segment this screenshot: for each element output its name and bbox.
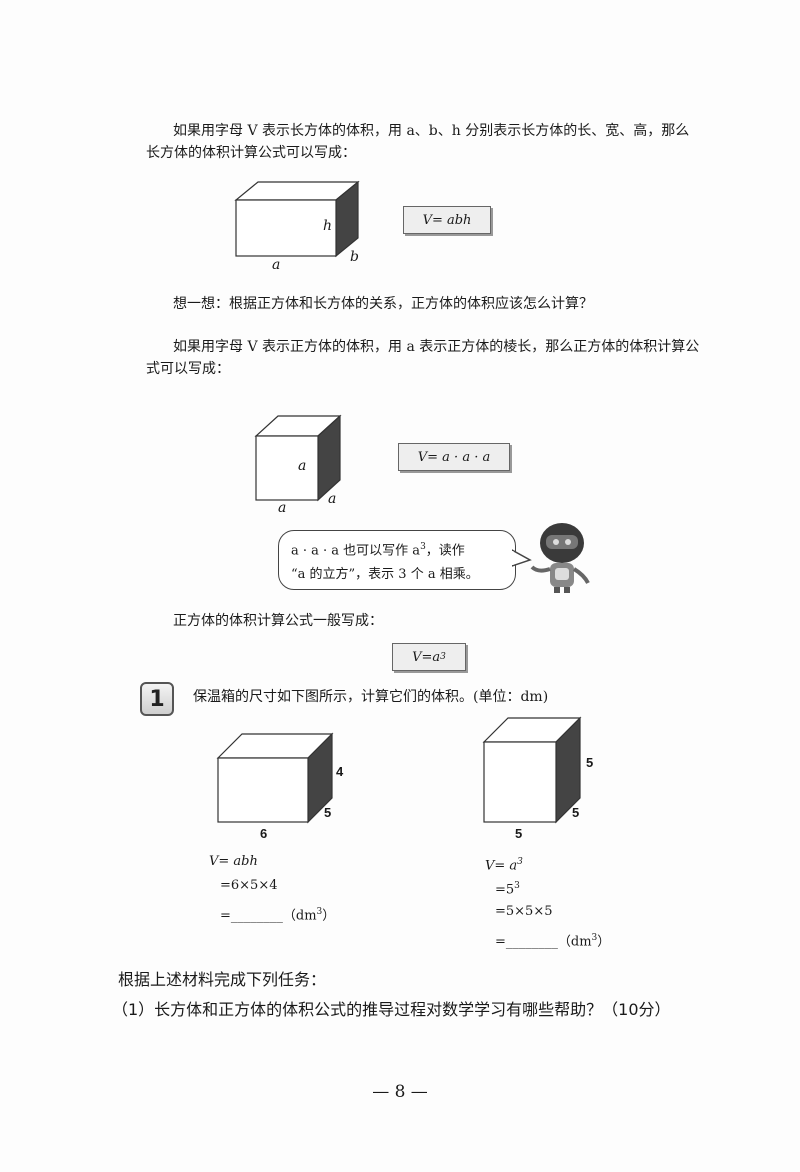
box-cuboid-width: 5 (324, 805, 332, 820)
calc-left-unit-sup: 3 (316, 907, 323, 917)
speech-bubble: a · a · a 也可以写作 a3，读作 “a 的立方”，表示 3 个 a 相… (278, 530, 516, 590)
task-title: 根据上述材料完成下列任务： (118, 970, 327, 989)
calc-left-line-1: V= abh (209, 854, 258, 869)
formula-cube: V= a · a · a (398, 443, 510, 471)
calc-left-close: ） (322, 908, 336, 924)
formula-cuboid: V= abh (403, 206, 491, 234)
calc-right-l2-base: =5 (495, 882, 515, 898)
exercise-number-badge: 1 (140, 682, 174, 716)
calc-right-l1-base: V= a (485, 858, 518, 874)
box-cuboid-height: 4 (336, 764, 344, 779)
task-question-1: （1）长方体和正方体的体积公式的推导过程对数学学习有哪些帮助？（10分） (112, 1000, 671, 1019)
intro2-line-2: 式可以写成： (146, 361, 230, 377)
intro-line-2: 长方体的体积计算公式可以写成： (146, 145, 356, 161)
cube-diagram (254, 414, 342, 502)
formula-general-base: V=a (412, 649, 441, 665)
calc-right-line-4: =________（dm3） (495, 926, 610, 954)
calc-right-l1-sup: 3 (517, 857, 523, 867)
box-cube-diagram (482, 716, 582, 824)
cube-label-bottom: a (278, 500, 287, 516)
box-cuboid-length: 6 (260, 826, 268, 841)
cube-label-depth: a (328, 491, 337, 507)
bubble-tail (512, 549, 532, 567)
page-number: — 8 — (372, 1082, 428, 1102)
cuboid-diagram (234, 180, 360, 258)
calc-right-l2-sup: 3 (514, 881, 520, 891)
think-question: 想一想：根据正方体和长方体的关系，正方体的体积应该怎么计算？ (173, 296, 593, 312)
bubble-line1-pre: a · a · a 也可以写作 a (291, 543, 421, 559)
calc-right-answer: =________（dm (495, 934, 592, 950)
box-cube-height: 5 (586, 755, 594, 770)
box-cube-length: 5 (515, 826, 523, 841)
box-cuboid-diagram (216, 732, 334, 824)
calc-left-answer: =________（dm (220, 908, 317, 924)
cuboid-label-h: h (323, 218, 333, 234)
calc-right-line-1: V= a3 (485, 850, 523, 878)
formula-general-sup: 3 (440, 652, 446, 662)
cuboid-label-a: a (272, 257, 281, 273)
bubble-line1-sup: 3 (420, 542, 426, 552)
exercise-text: 保温箱的尺寸如下图所示，计算它们的体积。(单位：dm) (193, 689, 549, 705)
intro-line-1: 如果用字母 V 表示长方体的体积，用 a、b、h 分别表示长方体的长、宽、高，那… (173, 123, 690, 139)
cuboid-label-b: b (350, 249, 359, 265)
box-cube-width: 5 (572, 805, 580, 820)
calc-left-line-2: =6×5×4 (220, 878, 278, 893)
calc-right-close: ） (597, 934, 611, 950)
robot-icon (530, 523, 590, 593)
calc-right-line-2: =53 (495, 874, 520, 902)
calc-right-unit-sup: 3 (591, 933, 598, 943)
bubble-line-2: “a 的立方”，表示 3 个 a 相乘。 (291, 567, 479, 583)
intro2-line-1: 如果用字母 V 表示正方体的体积，用 a 表示正方体的棱长，那么正方体的体积计算… (173, 339, 700, 355)
general-intro: 正方体的体积计算公式一般写成： (173, 613, 383, 629)
calc-right-line-3: =5×5×5 (495, 904, 553, 919)
cube-label-side: a (298, 458, 307, 474)
bubble-line1-post: ，读作 (425, 543, 465, 559)
calc-left-line-3: =________（dm3） (220, 900, 335, 928)
